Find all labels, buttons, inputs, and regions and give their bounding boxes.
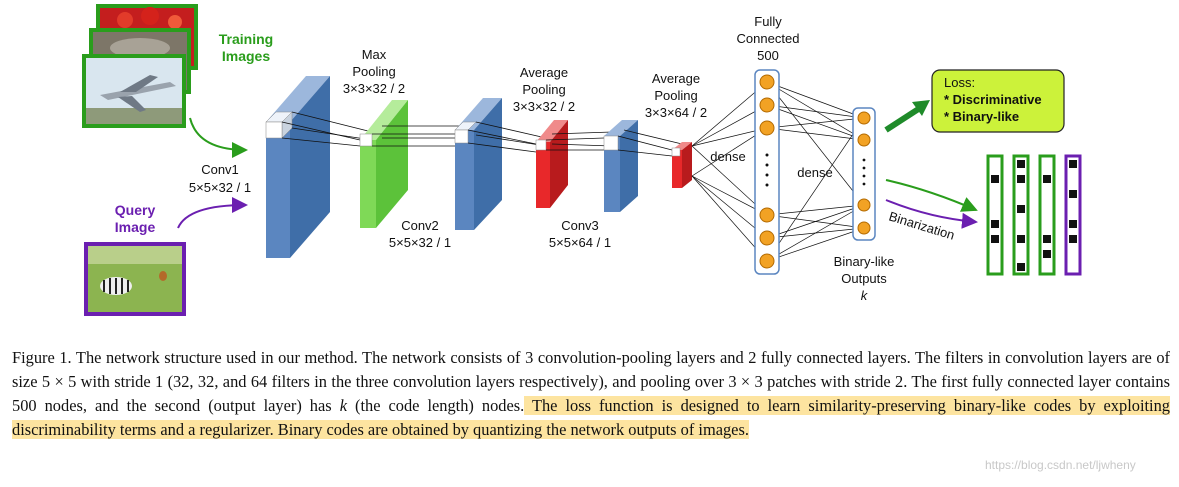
dense1-label: dense bbox=[710, 149, 745, 164]
conv1-label: Conv1 bbox=[201, 162, 239, 177]
fc-size: 500 bbox=[757, 48, 779, 63]
conv1-params: 5×5×32 / 1 bbox=[189, 180, 251, 195]
maxpool-layer bbox=[359, 100, 408, 228]
training-arrow bbox=[189, 117, 248, 158]
network-diagram: Training Images Query Image Conv1 5×5×32… bbox=[82, 4, 1082, 316]
fc-layer-nodes bbox=[754, 69, 780, 275]
caption-k: k bbox=[339, 396, 347, 415]
query-image bbox=[84, 242, 186, 316]
conv2-params: 5×5×32 / 1 bbox=[389, 235, 451, 250]
outputs-label-line1: Binary-like bbox=[834, 254, 895, 269]
conv2-label: Conv2 bbox=[401, 218, 439, 233]
conv2-layer bbox=[454, 98, 502, 230]
fc-label-line1: Fully bbox=[754, 14, 782, 29]
dense2-label: dense bbox=[797, 165, 832, 180]
output-layer-nodes bbox=[852, 107, 876, 241]
conv1-layer bbox=[265, 76, 330, 258]
training-label-line2: Images bbox=[222, 48, 270, 64]
avgpool1-label-line1: Average bbox=[520, 65, 568, 80]
conv3-label: Conv3 bbox=[561, 218, 599, 233]
maxpool-label-line2: Pooling bbox=[352, 64, 395, 79]
loss-box: Loss: * Discriminative * Binary-like bbox=[931, 69, 1065, 133]
fc-label-line2: Connected bbox=[737, 31, 800, 46]
loss-item-discriminative: * Discriminative bbox=[944, 92, 1042, 107]
avgpool2-label-line1: Average bbox=[652, 71, 700, 86]
avgpool1-layer bbox=[535, 120, 568, 208]
caption-part1: Figure 1. The network structure used in … bbox=[12, 348, 1170, 415]
binary-codes bbox=[986, 154, 1082, 276]
avgpool2-layer bbox=[671, 142, 692, 188]
outputs-label-line2: Outputs bbox=[841, 271, 887, 286]
loss-item-binary-like: * Binary-like bbox=[944, 109, 1019, 124]
query-label-line2: Image bbox=[115, 219, 156, 235]
maxpool-label-line1: Max bbox=[362, 47, 387, 62]
maxpool-params: 3×3×32 / 2 bbox=[343, 81, 405, 96]
binarization-label: Binarization bbox=[887, 209, 956, 243]
conv3-layer bbox=[603, 120, 638, 212]
binary-code-1 bbox=[986, 154, 1004, 276]
caption-part2: (the code length) nodes. bbox=[346, 396, 525, 415]
avgpool1-params: 3×3×32 / 2 bbox=[513, 99, 575, 114]
binarization-arrow-purple bbox=[885, 199, 978, 229]
binarization-arrow-green bbox=[885, 179, 978, 212]
binary-code-3 bbox=[1038, 154, 1056, 276]
query-arrow bbox=[177, 197, 248, 229]
avgpool2-label-line2: Pooling bbox=[654, 88, 697, 103]
loss-title: Loss: bbox=[944, 75, 975, 90]
binary-code-2 bbox=[1012, 154, 1030, 276]
dense-connections bbox=[691, 81, 865, 262]
loss-arrow bbox=[884, 105, 922, 133]
query-label-line1: Query bbox=[115, 202, 156, 218]
training-images-stack bbox=[82, 4, 198, 128]
outputs-k: k bbox=[861, 288, 869, 303]
binary-code-query bbox=[1064, 154, 1082, 276]
avgpool1-label-line2: Pooling bbox=[522, 82, 565, 97]
conv1-to-pool-lines bbox=[281, 111, 373, 147]
training-label-line1: Training bbox=[219, 31, 273, 47]
figure-caption: Figure 1. The network structure used in … bbox=[12, 346, 1171, 442]
avgpool2-params: 3×3×64 / 2 bbox=[645, 105, 707, 120]
watermark: https://blog.csdn.net/ljwheny bbox=[985, 458, 1136, 472]
conv3-params: 5×5×64 / 1 bbox=[549, 235, 611, 250]
